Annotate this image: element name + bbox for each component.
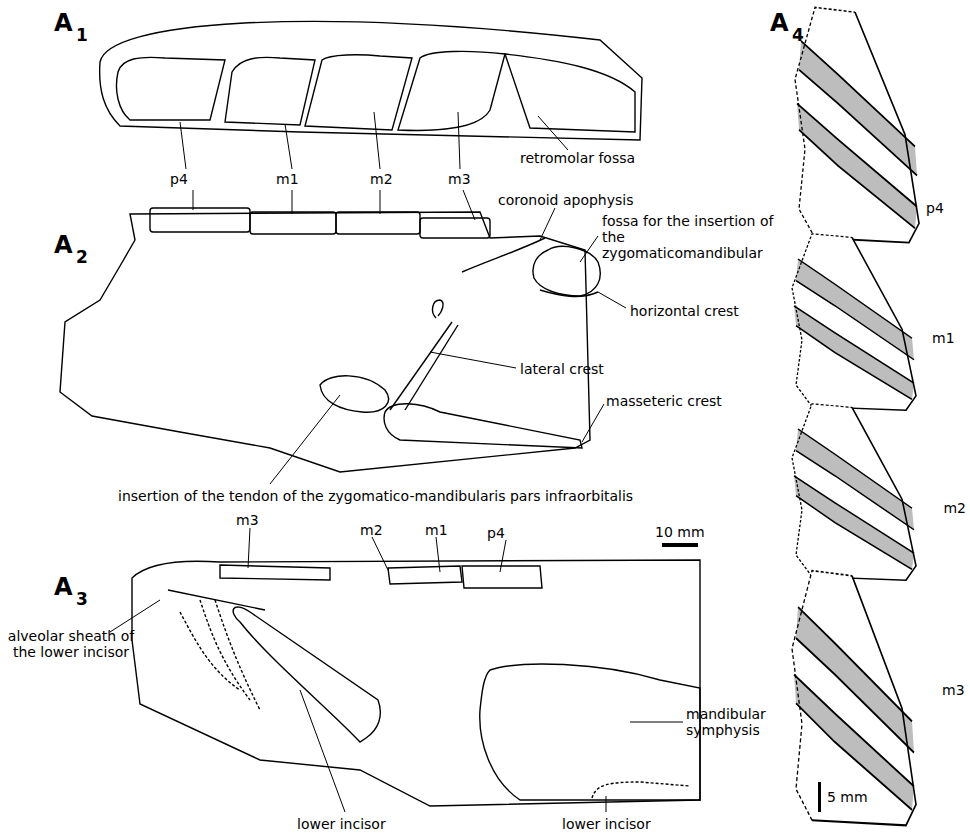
anatomy-label: alveolar sheath of the lower incisor [0,628,142,660]
anatomy-label: m1 [425,522,448,538]
panel-label: A [54,232,73,258]
panel-label: A [54,574,73,600]
anatomy-label: m2 [943,500,966,516]
anatomy-label: m3 [236,512,259,528]
anatomy-label: p4 [926,200,944,216]
anatomy-label: horizontal crest [630,303,739,319]
anatomy-label: fossa for the insertion of the zygomatic… [602,213,780,261]
anatomy-label: coronoid apophysis [498,192,634,208]
anatomy-label: retromolar fossa [520,150,635,166]
anatomy-label: lower incisor [297,816,386,832]
anatomy-label: mandibular symphysis [686,706,782,738]
anatomy-label: m3 [942,682,965,698]
anatomy-label: p4 [487,525,505,541]
anatomy-label: masseteric crest [606,393,722,409]
anatomy-label: 10 mm [655,524,705,540]
panel-label: A [770,10,789,36]
anatomy-label: m2 [360,522,383,538]
anatomy-label: m3 [448,171,471,187]
anatomy-label: lower incisor [562,816,651,832]
panel-label: 4 [792,26,804,44]
anatomy-label: p4 [170,171,188,187]
anatomy-label: 5 mm [827,789,868,805]
panel-label: 3 [76,590,88,608]
anatomy-label: lateral crest [520,361,604,377]
anatomy-label: insertion of the tendon of the zygomatic… [118,488,633,504]
panel-label: 1 [76,26,88,44]
panel-label: 2 [76,248,88,266]
panel-label: A [54,10,73,36]
anatomy-label: m2 [370,171,393,187]
anatomy-label: m1 [276,171,299,187]
anatomy-label: m1 [932,330,955,346]
